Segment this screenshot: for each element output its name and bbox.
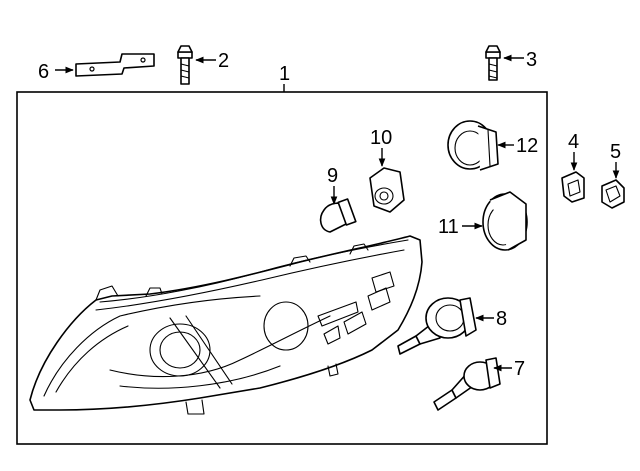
callout-6: 6	[38, 61, 49, 83]
assembly-frame	[16, 84, 548, 445]
headlamp-housing	[29, 235, 423, 415]
bolt-part-2	[177, 45, 216, 85]
bulb-part-8	[397, 297, 494, 355]
callout-10: 10	[370, 127, 392, 149]
callout-9: 9	[327, 165, 338, 187]
clip-part-4	[561, 152, 585, 203]
callout-3: 3	[526, 49, 537, 71]
socket-ring-part-11	[462, 191, 528, 251]
bracket-part-6	[55, 53, 155, 77]
callout-12: 12	[516, 135, 538, 157]
callout-7: 7	[514, 358, 525, 380]
socket-ring-part-12	[447, 120, 514, 171]
callout-5: 5	[610, 141, 621, 163]
callout-11: 11	[438, 216, 459, 238]
callout-4: 4	[568, 131, 579, 153]
bolt-part-3	[485, 45, 524, 81]
callout-1: 1	[279, 63, 290, 85]
bulb-part-7	[433, 357, 512, 411]
socket-part-10	[369, 148, 405, 213]
callout-2: 2	[218, 50, 229, 72]
callout-8: 8	[496, 308, 507, 330]
clip-part-5	[601, 162, 625, 209]
bulb-part-9	[319, 186, 357, 233]
